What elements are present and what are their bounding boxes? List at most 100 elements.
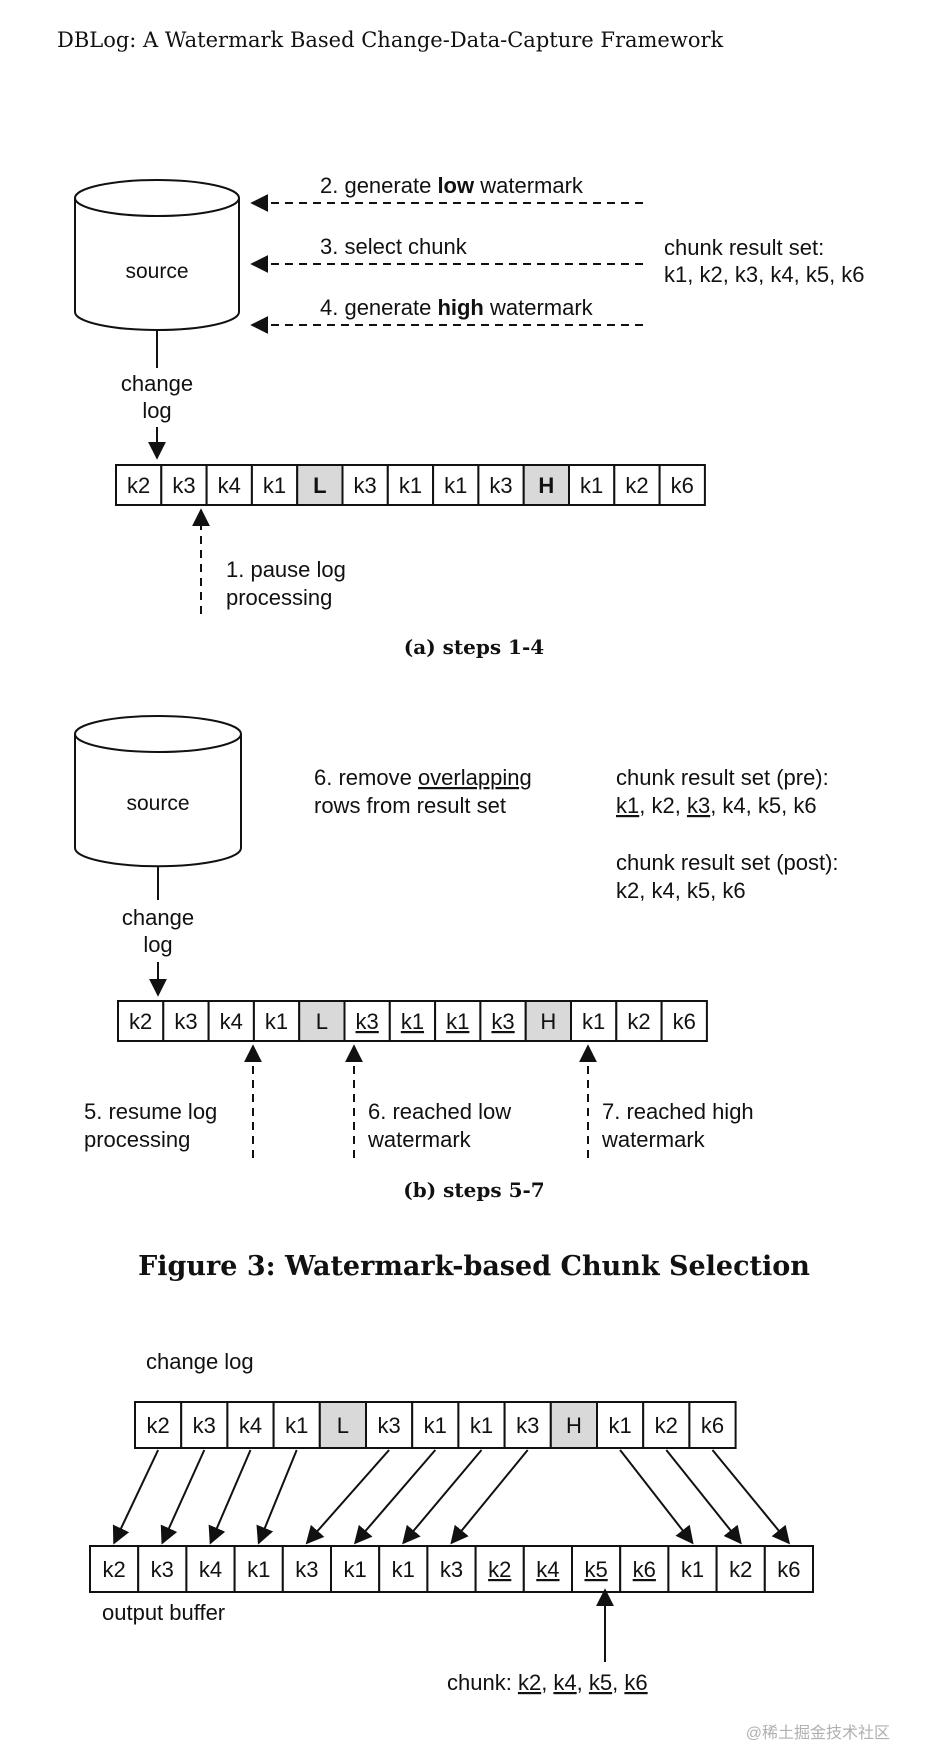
fig3b-source-label: source <box>126 792 189 815</box>
output-buffer-label: output buffer <box>102 1600 225 1625</box>
output-log-cell <box>272 1401 321 1449</box>
fig3a-log-cell <box>341 464 389 506</box>
output-log-cell-label: k3 <box>377 1413 400 1438</box>
fig3b-log-cell <box>162 1000 210 1042</box>
output-log-cell-label: k4 <box>239 1413 262 1438</box>
output-log-cell-label: k1 <box>608 1413 631 1438</box>
output-chunk-separator: , <box>577 1670 589 1695</box>
fig3b-pre-segment: , k4, k5, k6 <box>710 793 816 818</box>
fig3b-low-line2: watermark <box>367 1127 472 1152</box>
output-buffer-cell <box>233 1545 284 1593</box>
output-log-cell-label: k2 <box>655 1413 678 1438</box>
fig3a-log-cell <box>477 464 525 506</box>
output-buffer-cell-label: k1 <box>247 1557 270 1582</box>
fig3b-caption: (b) steps 5-7 <box>403 1178 544 1202</box>
output-chunk-key: k5 <box>589 1670 612 1695</box>
output-buffer-cell-label: k5 <box>584 1557 607 1582</box>
output-log-cell <box>549 1401 598 1449</box>
output-buffer-cell <box>137 1545 188 1593</box>
output-mapping-arrow <box>665 1449 742 1545</box>
fig3b-log-cell-label: k2 <box>129 1009 152 1034</box>
output-buffer-cell <box>571 1545 622 1593</box>
fig3a-result-title: chunk result set: <box>664 235 824 260</box>
output-buffer-cell-label: k2 <box>729 1557 752 1582</box>
fig3a-log-cell-label: k6 <box>671 473 694 498</box>
running-header: DBLog: A Watermark Based Change-Data-Cap… <box>57 28 724 52</box>
output-buffer-cell-label: k2 <box>102 1557 125 1582</box>
output-buffer-cell-label: k1 <box>343 1557 366 1582</box>
fig3a-log-cell-label: k3 <box>172 473 195 498</box>
output-log-cell <box>365 1401 414 1449</box>
output-log-cell-label: k2 <box>146 1413 169 1438</box>
output-log-cell-label: k6 <box>701 1413 724 1438</box>
fig3b-pre-segment: k3 <box>687 793 710 818</box>
fig3a-result-values: k1, k2, k3, k4, k5, k6 <box>664 262 865 287</box>
output-mapping-arrow <box>402 1449 483 1545</box>
output-changelog-label: change log <box>146 1349 254 1374</box>
output-log-cell <box>226 1401 275 1449</box>
fig3b-resume-line2: processing <box>84 1127 190 1152</box>
fig3b-log-cell <box>524 1000 573 1042</box>
output-buffer-cell <box>426 1545 477 1593</box>
fig3b-log-cell <box>298 1000 346 1042</box>
output-mapping-arrow <box>112 1449 160 1545</box>
fig3b-pre-title: chunk result set (pre): <box>616 765 829 790</box>
output-buffer-cell <box>330 1545 381 1593</box>
fig3b-source-cylinder <box>74 715 242 868</box>
fig3a-changelog-line1: change <box>121 371 193 396</box>
output-log-cell <box>596 1401 645 1449</box>
fig3b-log-cell-label: k1 <box>446 1009 469 1034</box>
output-buffer-cell-label: k1 <box>681 1557 704 1582</box>
fig3a-log-cell-label: k2 <box>127 473 150 498</box>
fig3a-log-cell-label: k1 <box>444 473 467 498</box>
fig3a-log-cell <box>250 464 299 506</box>
fig3a-log-cell-label: L <box>313 473 326 498</box>
output-chunk-key: k2 <box>518 1670 541 1695</box>
fig3a-log-cell <box>115 464 163 506</box>
fig3a-log-cell <box>432 464 480 506</box>
fig3a-log-cell-label: k3 <box>354 473 377 498</box>
output-buffer-cell-label: k1 <box>392 1557 415 1582</box>
output-log-cell-label: k1 <box>424 1413 447 1438</box>
fig3b-high-line2: watermark <box>601 1127 706 1152</box>
fig3b-post-title: chunk result set (post): <box>616 850 839 875</box>
output-mapping-arrow <box>711 1449 791 1545</box>
output-log-cell-label: k3 <box>516 1413 539 1438</box>
fig3a-log-cell-label: k1 <box>580 473 603 498</box>
output-buffer-cell-label: k4 <box>536 1557 559 1582</box>
output-log-cell-label: k1 <box>470 1413 493 1438</box>
output-chunk-label: chunk: k2, k4, k5, k6 <box>447 1670 648 1695</box>
fig3b-log-cell-label: k1 <box>401 1009 424 1034</box>
fig3b-log-cell-label: L <box>316 1009 328 1034</box>
output-log-cell-label: k3 <box>193 1413 216 1438</box>
fig3b-log-cell-label: H <box>540 1009 556 1034</box>
fig3a-pause-line2: processing <box>226 585 332 610</box>
fig3b-resume-line1: 5. resume log <box>84 1099 217 1124</box>
output-mapping-arrows <box>112 1449 791 1545</box>
output-mapping-arrow <box>256 1449 298 1545</box>
watermark-text: @稀土掘金技术社区 <box>746 1724 890 1742</box>
output-buffer-cell-label: k3 <box>440 1557 463 1582</box>
fig3b-pre-values: k1, k2, k3, k4, k5, k6 <box>616 793 817 818</box>
output-chunk-prefix: chunk: <box>447 1670 518 1695</box>
output-mapping-arrow <box>353 1449 437 1545</box>
output-chunk-separator: , <box>541 1670 553 1695</box>
fig3b-low-line1: 6. reached low <box>368 1099 511 1124</box>
fig3b-log-cell-label: k3 <box>174 1009 197 1034</box>
fig3b-post-values: k2, k4, k5, k6 <box>616 878 746 903</box>
fig3b-log-cell <box>615 1000 663 1042</box>
fig3b-log-cell-label: k2 <box>627 1009 650 1034</box>
output-mapping-arrow <box>160 1449 206 1545</box>
fig3a-log-cell <box>522 464 571 506</box>
output-log-cell <box>688 1401 737 1449</box>
fig3b-high-line1: 7. reached high <box>602 1099 754 1124</box>
fig3b-log-cell <box>660 1000 708 1042</box>
fig3b-log-cell-label: k3 <box>356 1009 379 1034</box>
output-log-cell-label: L <box>337 1413 349 1438</box>
fig3b-log-cell <box>252 1000 301 1042</box>
